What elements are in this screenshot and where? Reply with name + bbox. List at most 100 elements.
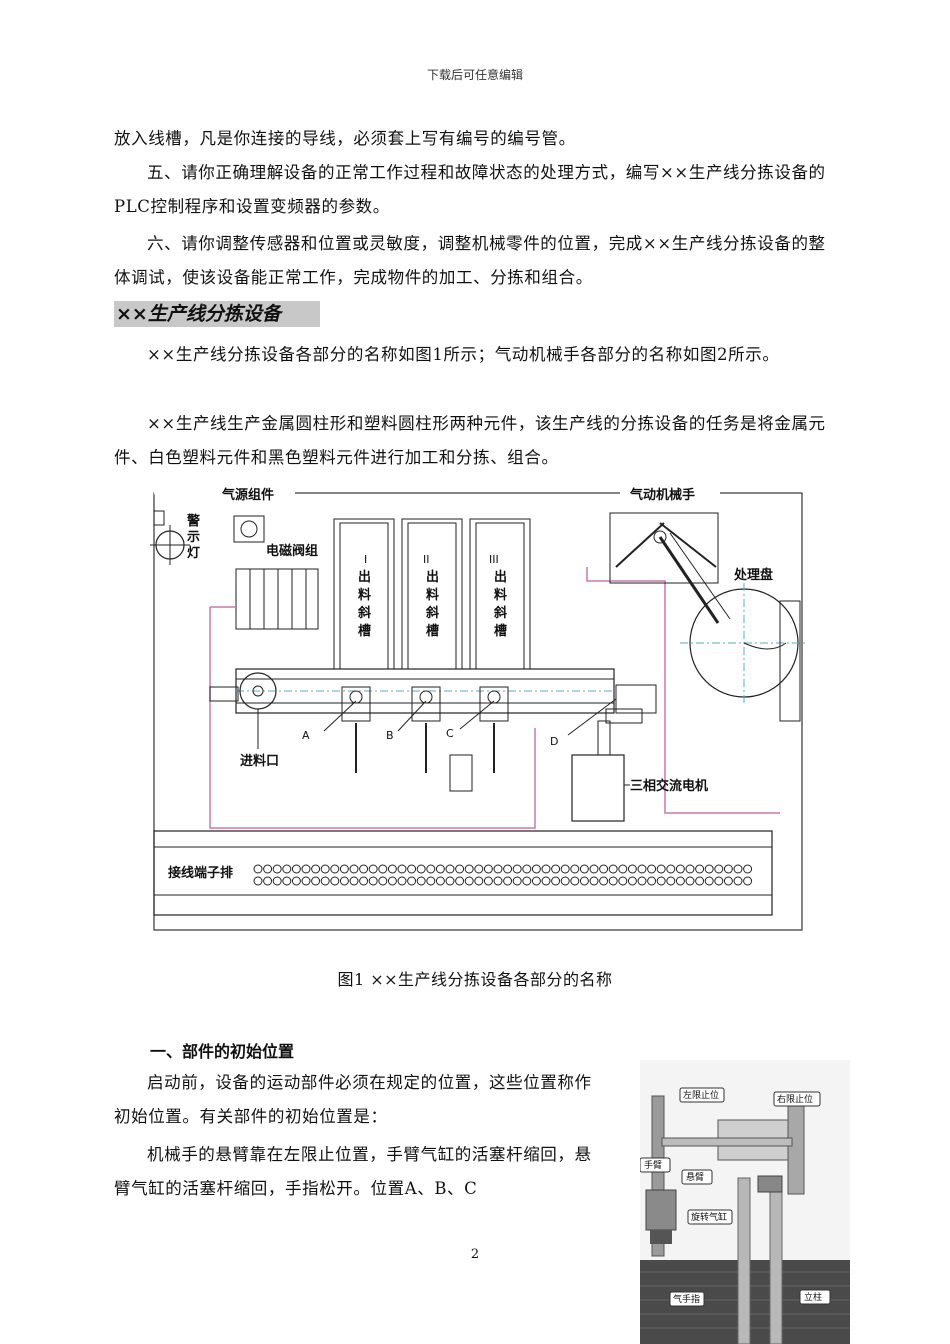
- terminal-hole: [512, 864, 522, 874]
- terminal-hole: [675, 876, 685, 886]
- terminal-hole: [493, 864, 503, 874]
- terminal-hole: [416, 864, 426, 874]
- terminal-hole: [733, 876, 743, 886]
- terminal-hole: [570, 876, 580, 886]
- chute-2: II 出 料 斜 槽: [401, 518, 463, 670]
- terminal-hole: [397, 876, 407, 886]
- sensor-a: A: [302, 686, 371, 773]
- figure1-caption: 图1 ××生产线分拣设备各部分的名称: [337, 970, 613, 989]
- terminal-hole: [483, 864, 493, 874]
- page-header: 下载后可任意编辑: [426, 68, 523, 82]
- svg-text:气手指: 气手指: [673, 1293, 700, 1305]
- processing-disk: [680, 583, 805, 722]
- terminal-hole: [387, 864, 397, 874]
- terminal-hole: [426, 864, 436, 874]
- terminal-hole: [387, 876, 397, 886]
- terminal-hole: [666, 876, 676, 886]
- svg-text:II: II: [423, 553, 430, 566]
- svg-text:料: 料: [494, 587, 507, 603]
- svg-text:斜: 斜: [425, 605, 439, 621]
- terminal-hole: [330, 876, 340, 886]
- terminal-hole: [723, 864, 733, 874]
- paragraph: 六、请你调整传感器和位置或灵敏度，调整机械零件的位置，完成××生产线分拣设备的整…: [114, 234, 826, 287]
- svg-text:槽: 槽: [494, 623, 507, 639]
- label-processing-disk: 处理盘: [733, 567, 773, 583]
- section-title: ××生产线分拣设备: [114, 301, 320, 327]
- svg-text:出: 出: [494, 569, 507, 585]
- terminal-hole: [512, 876, 522, 886]
- terminal-hole: [282, 876, 292, 886]
- terminal-hole: [291, 876, 301, 886]
- terminal-hole: [378, 864, 388, 874]
- terminal-hole: [685, 864, 695, 874]
- terminal-hole: [608, 876, 618, 886]
- photo-label-rotary-cylinder: 旋转气缸: [687, 1209, 733, 1225]
- terminal-hole: [599, 876, 609, 886]
- label-warning-lamp-1: 警: [187, 513, 200, 529]
- svg-text:III: III: [489, 553, 499, 566]
- label-motor: 三相交流电机: [630, 778, 708, 794]
- photo-label-right-limit: 右限止位: [773, 1091, 821, 1107]
- sensor-c: C: [446, 686, 509, 773]
- paragraph: 启动前，设备的运动部件必须在规定的位置，这些位置称作初始位置。有关部件的初始位置…: [114, 1073, 592, 1126]
- terminal-hole: [349, 864, 359, 874]
- label-valve-group: 电磁阀组: [266, 543, 318, 559]
- svg-text:C: C: [446, 727, 454, 740]
- svg-text:出: 出: [358, 569, 371, 585]
- paragraph: ××生产线生产金属圆柱形和塑料圆柱形两种元件，该生产线的分拣设备的任务是将金属元…: [114, 414, 826, 467]
- terminal-hole: [743, 876, 753, 886]
- terminal-hole: [704, 876, 714, 886]
- svg-text:出: 出: [426, 569, 439, 585]
- terminal-hole: [272, 876, 282, 886]
- terminal-hole: [666, 864, 676, 874]
- label-warning-lamp-2: 示: [187, 530, 200, 545]
- terminal-hole: [445, 864, 455, 874]
- svg-text:料: 料: [426, 587, 439, 603]
- terminal-hole: [714, 876, 724, 886]
- terminal-hole: [378, 876, 388, 886]
- terminal-hole: [618, 876, 628, 886]
- terminal-hole: [282, 864, 292, 874]
- terminal-hole: [339, 876, 349, 886]
- terminal-hole: [733, 864, 743, 874]
- chute-1: I 出 料 斜 槽: [333, 518, 395, 670]
- terminal-hole: [272, 864, 282, 874]
- terminal-hole: [637, 864, 647, 874]
- terminal-hole: [685, 876, 695, 886]
- terminal-hole: [589, 876, 599, 886]
- svg-text:悬臂: 悬臂: [686, 1171, 704, 1183]
- terminal-hole: [503, 864, 513, 874]
- terminal-hole: [522, 864, 532, 874]
- terminal-hole: [608, 864, 618, 874]
- terminal-hole: [435, 864, 445, 874]
- sensor-d: D: [550, 698, 617, 748]
- terminal-hole: [531, 876, 541, 886]
- terminal-hole: [704, 864, 714, 874]
- terminal-hole: [493, 876, 503, 886]
- terminal-hole: [368, 876, 378, 886]
- terminal-hole: [311, 864, 321, 874]
- terminal-hole: [320, 876, 330, 886]
- photo-label-column: 立柱: [799, 1289, 831, 1305]
- svg-text:手臂: 手臂: [644, 1159, 662, 1171]
- photo-label-arm: 手臂: [640, 1157, 671, 1173]
- terminal-hole: [368, 864, 378, 874]
- terminal-hole: [407, 864, 417, 874]
- photo-label-left-limit: 左限止位: [679, 1087, 725, 1103]
- terminal-hole: [656, 864, 666, 874]
- terminal-hole: [522, 876, 532, 886]
- terminal-hole: [656, 876, 666, 886]
- label-air-source: 气源组件: [222, 487, 274, 503]
- terminal-hole: [647, 864, 657, 874]
- figure2-photo: 左限止位 右限止位 手臂 悬臂 旋转气缸 气手指 立柱: [640, 1060, 850, 1344]
- terminal-hole: [743, 864, 753, 874]
- terminal-hole: [407, 876, 417, 886]
- terminal-hole: [464, 876, 474, 886]
- terminal-hole: [253, 864, 263, 874]
- terminal-hole: [618, 864, 628, 874]
- terminal-hole: [627, 876, 637, 886]
- label-warning-lamp-3: 灯: [187, 545, 200, 561]
- chute-3: III 出 料 斜 槽: [469, 518, 531, 670]
- terminal-hole: [541, 864, 551, 874]
- conveyor: [209, 668, 657, 724]
